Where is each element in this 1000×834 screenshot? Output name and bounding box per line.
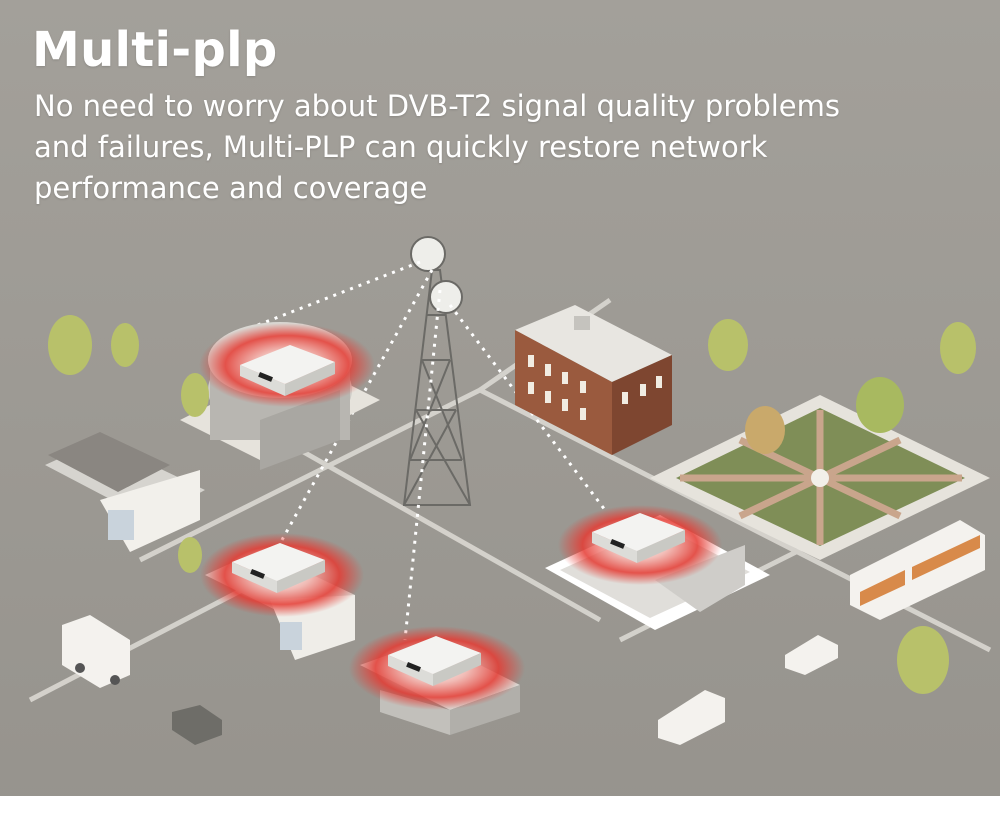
park	[650, 395, 990, 560]
description-line: performance and coverage	[34, 171, 428, 205]
description-line: and failures, Multi-PLP can quickly rest…	[34, 130, 768, 164]
set-top-box-icon	[232, 543, 325, 593]
description: No need to worry about DVB-T2 signal qua…	[34, 86, 934, 209]
suburban-house	[45, 432, 205, 552]
van	[658, 690, 725, 745]
set-top-box-icon	[388, 636, 481, 686]
ambulance	[850, 520, 985, 620]
page-title: Multi-plp	[32, 22, 278, 78]
police-car	[785, 635, 838, 675]
brick-town-hall	[515, 305, 672, 455]
set-top-box-icon	[592, 513, 685, 563]
description-line: No need to worry about DVB-T2 signal qua…	[34, 89, 841, 123]
sedan	[172, 705, 222, 745]
delivery-truck	[62, 615, 130, 688]
set-top-box-icon	[240, 345, 335, 396]
trees	[48, 315, 976, 694]
